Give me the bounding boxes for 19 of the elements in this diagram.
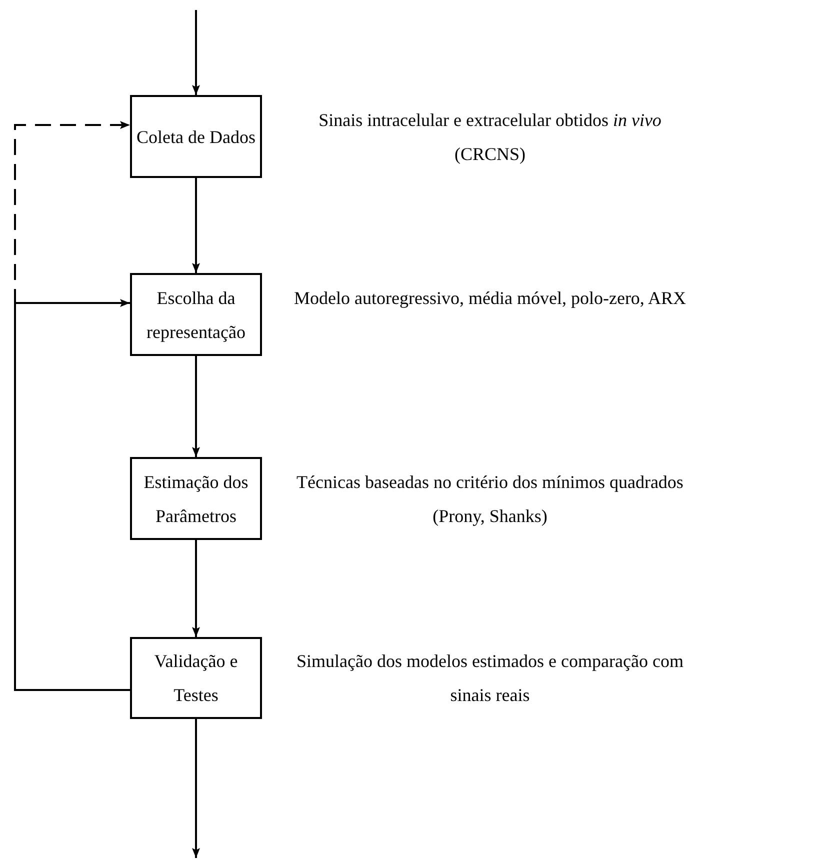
step-description: Modelo autoregressivo, média móvel, polo-zero, ARX <box>293 286 687 310</box>
step-description: Sinais intracelular e extracelular obtidos in vivo (CRCNS) <box>318 108 662 166</box>
arrow <box>14 299 130 691</box>
step-label: Estimação dos Parâmetros <box>142 470 250 528</box>
process-box <box>130 637 262 719</box>
process-box <box>130 95 262 178</box>
step-label: Coleta de Dados <box>136 126 256 148</box>
step-description: Simulação dos modelos estimados e comparação com sinais reais <box>296 650 684 707</box>
step-description: Técnicas baseadas no critério dos mínimos quadrados (Prony, Shanks) <box>296 470 684 528</box>
arrow <box>192 178 200 273</box>
arrow <box>192 10 200 95</box>
arrow <box>192 719 200 858</box>
step-label: Escolha da representação <box>146 286 246 344</box>
arrow <box>14 121 130 691</box>
arrow <box>192 356 200 457</box>
process-box <box>130 273 262 356</box>
process-box <box>130 457 262 540</box>
step-label: Validação e Testes <box>153 650 239 707</box>
arrow <box>192 540 200 637</box>
